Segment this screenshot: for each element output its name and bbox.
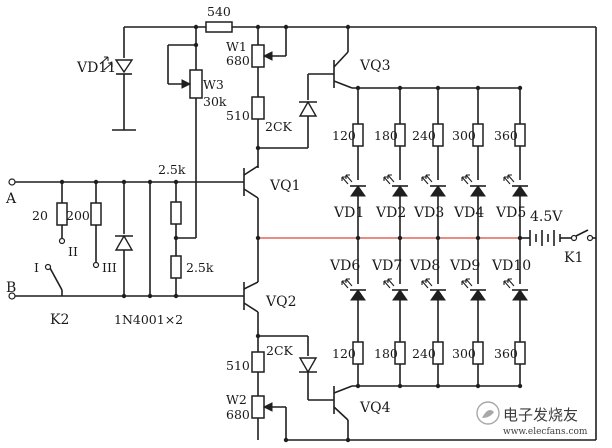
resistor-upper-1 (352, 123, 364, 147)
label-w1-val: 680 (226, 53, 250, 68)
watermark-url: www.elecfans.com (503, 427, 588, 437)
label-led-upper-1: VD1 (333, 205, 364, 221)
label-led-lower-2: VD7 (371, 258, 402, 274)
w1-wiper-icon (262, 51, 273, 61)
label-led-upper-3: VD3 (413, 205, 444, 221)
pot-w2 (251, 395, 265, 419)
label-resistor-upper-5: 360 (494, 128, 518, 143)
led-upper-4-icon (461, 174, 487, 197)
label-w1-ref: W1 (226, 39, 247, 54)
label-led-upper-4: VD4 (453, 205, 484, 221)
led-lower-2-icon (383, 278, 409, 301)
resistor-lower-3 (432, 341, 444, 365)
terminal-b (8, 292, 16, 300)
label-resistor-lower-4: 300 (452, 346, 476, 361)
label-vq4: VQ4 (359, 400, 391, 416)
label-led-lower-4: VD9 (449, 258, 480, 274)
label-2-5k-a: 2.5k (158, 162, 186, 177)
label-vq3: VQ3 (359, 58, 391, 74)
watermark-text: 电子发烧友 (503, 406, 578, 424)
led-upper-5-icon (503, 174, 529, 197)
label-20: 20 (32, 208, 48, 223)
resistor-540 (205, 21, 233, 33)
label-resistor-upper-1: 120 (332, 128, 356, 143)
led-upper-1-icon (341, 174, 367, 197)
label-resistor-upper-3: 240 (412, 128, 436, 143)
watermark: 电子发烧友 www.elecfans.com (476, 401, 588, 437)
resistor-lower-2 (394, 341, 406, 365)
led-upper-2-icon (383, 174, 409, 197)
label-540: 540 (207, 4, 231, 19)
label-led-upper-2: VD2 (375, 205, 406, 221)
label-vq2: VQ2 (265, 294, 297, 310)
label-1n4001: 1N4001×2 (114, 312, 183, 327)
diode-1n4001 (114, 234, 134, 251)
label-vq1: VQ1 (269, 178, 301, 194)
pot-w3 (189, 69, 203, 99)
elecfans-logo-icon (476, 401, 500, 425)
label-terminal-b: B (6, 280, 16, 296)
label-led-lower-1: VD6 (329, 258, 360, 274)
resistor-510-bottom (251, 351, 265, 373)
label-led-lower-3: VD8 (409, 258, 440, 274)
led-upper-3-icon (421, 174, 447, 197)
resistor-lower-4 (472, 341, 484, 365)
label-510-top: 510 (226, 108, 250, 123)
wiring (14, 26, 597, 441)
labels: 540 W1 680 W3 30k 510 2CK VD11 VQ3 VQ1 V… (5, 4, 583, 422)
pot-w1 (251, 44, 265, 68)
junction-dots (59, 24, 351, 443)
led-lower-5-icon (503, 278, 529, 301)
resistor-lower-5 (514, 341, 526, 365)
label-510-bottom: 510 (226, 358, 250, 373)
diode-2ck-bottom (298, 357, 318, 374)
label-led-upper-5: VD5 (495, 205, 526, 221)
resistor-510-top (251, 96, 265, 120)
resistor-lower-1 (352, 341, 364, 365)
label-switch-ii: II (68, 244, 78, 259)
label-k2: K2 (50, 312, 69, 328)
label-200: 200 (66, 208, 90, 223)
w2-wiper-icon (262, 402, 273, 412)
label-2ck-top: 2CK (265, 119, 293, 134)
battery-4-5v (529, 230, 561, 246)
label-resistor-lower-1: 120 (332, 346, 356, 361)
diode-2ck-top (298, 100, 318, 117)
label-resistor-lower-3: 240 (412, 346, 436, 361)
w3-wiper-icon (181, 79, 192, 89)
label-resistor-upper-4: 300 (452, 128, 476, 143)
label-resistor-lower-5: 360 (494, 346, 518, 361)
resistor-20 (56, 202, 68, 226)
resistor-upper-3 (432, 123, 444, 147)
label-terminal-a: A (5, 191, 17, 207)
led-vd11 (99, 56, 134, 75)
led-lower-3-icon (421, 278, 447, 301)
label-2-5k-b: 2.5k (186, 260, 214, 275)
label-w2-ref: W2 (226, 392, 247, 407)
label-2ck-bottom: 2CK (266, 343, 294, 358)
label-resistor-lower-2: 180 (374, 346, 398, 361)
label-switch-iii: III (102, 260, 117, 275)
label-k1: K1 (564, 250, 583, 266)
led-lower-1-icon (341, 278, 367, 301)
resistor-2-5k-a (170, 201, 182, 225)
resistor-upper-2 (394, 123, 406, 147)
label-battery: 4.5V (530, 209, 563, 225)
resistor-upper-5 (514, 123, 526, 147)
resistor-upper-4 (472, 123, 484, 147)
label-w2-val: 680 (226, 407, 250, 422)
terminal-a (8, 178, 16, 186)
label-w3-ref: W3 (203, 77, 224, 92)
label-switch-i: I (34, 260, 39, 275)
led-lower-4-icon (461, 278, 487, 301)
label-led-lower-5: VD10 (491, 258, 531, 274)
k1-contact-b (586, 234, 594, 242)
k1-contact-a (570, 234, 578, 242)
resistor-200 (90, 202, 102, 226)
label-w3-val: 30k (203, 94, 227, 109)
resistor-2-5k-b (170, 255, 182, 279)
label-vd11: VD11 (76, 60, 116, 76)
label-resistor-upper-2: 180 (374, 128, 398, 143)
